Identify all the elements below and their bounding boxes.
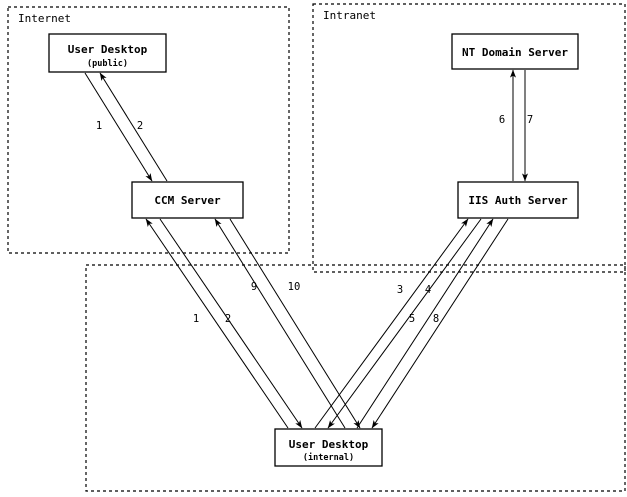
zone-internet-label: Internet xyxy=(18,12,71,25)
zone-internal-network xyxy=(85,264,626,492)
step-label-9: 9 xyxy=(251,281,257,293)
step-label-4: 4 xyxy=(425,284,431,296)
step-label-6: 6 xyxy=(499,114,505,126)
node-nt-domain-server-box[interactable] xyxy=(451,33,579,70)
node-user-desktop-internal-box[interactable] xyxy=(274,428,383,467)
connector-flow-10 xyxy=(229,218,361,429)
node-user-desktop-internal-sublabel: (internal) xyxy=(303,452,354,463)
step-label-7: 7 xyxy=(527,114,533,126)
node-user-desktop-public-label: User Desktop xyxy=(68,43,148,56)
node-ccm-server-label: CCM Server xyxy=(154,194,221,207)
connector-flow-5 xyxy=(356,218,494,429)
zone-internet: Internet xyxy=(7,6,290,254)
node-iis-auth-server-label: IIS Auth Server xyxy=(468,194,568,207)
connector-flow-8 xyxy=(371,218,509,429)
step-label-5: 5 xyxy=(409,313,415,325)
step-label-2-internal: 2 xyxy=(225,313,231,325)
connector-flow-2-internal xyxy=(159,218,303,429)
node-ccm-server[interactable]: CCM Server xyxy=(131,181,244,219)
node-user-desktop-public[interactable]: User Desktop (public) xyxy=(48,33,167,73)
node-nt-domain-server[interactable]: NT Domain Server xyxy=(451,33,579,70)
zone-intranet: Intranet xyxy=(312,3,626,273)
node-iis-auth-server[interactable]: IIS Auth Server xyxy=(457,181,579,219)
zone-intranet-border xyxy=(312,3,626,273)
connector-flow-4 xyxy=(327,218,482,429)
node-user-desktop-public-sublabel: (public) xyxy=(87,58,128,69)
connector-flow-9 xyxy=(214,218,346,429)
node-user-desktop-public-box[interactable] xyxy=(48,33,167,73)
node-nt-domain-server-label: NT Domain Server xyxy=(462,46,568,59)
step-label-2-public: 2 xyxy=(137,120,143,132)
node-ccm-server-box[interactable] xyxy=(131,181,244,219)
zone-internet-border xyxy=(7,6,290,254)
zone-intranet-label: Intranet xyxy=(323,9,376,22)
connector-flow-1-internal xyxy=(145,218,289,429)
step-label-1-public: 1 xyxy=(96,120,102,132)
node-user-desktop-internal[interactable]: User Desktop (internal) xyxy=(274,428,383,467)
step-label-8: 8 xyxy=(433,313,439,325)
node-iis-auth-server-box[interactable] xyxy=(457,181,579,219)
step-label-10: 10 xyxy=(288,281,301,293)
step-label-3: 3 xyxy=(397,284,403,296)
connector-flow-2-public xyxy=(99,72,168,182)
node-user-desktop-internal-label: User Desktop xyxy=(289,438,369,451)
zone-internal-border xyxy=(85,264,626,492)
step-label-1-internal: 1 xyxy=(193,313,199,325)
connector-flow-1-public xyxy=(84,72,153,182)
connector-flow-3 xyxy=(314,218,469,429)
